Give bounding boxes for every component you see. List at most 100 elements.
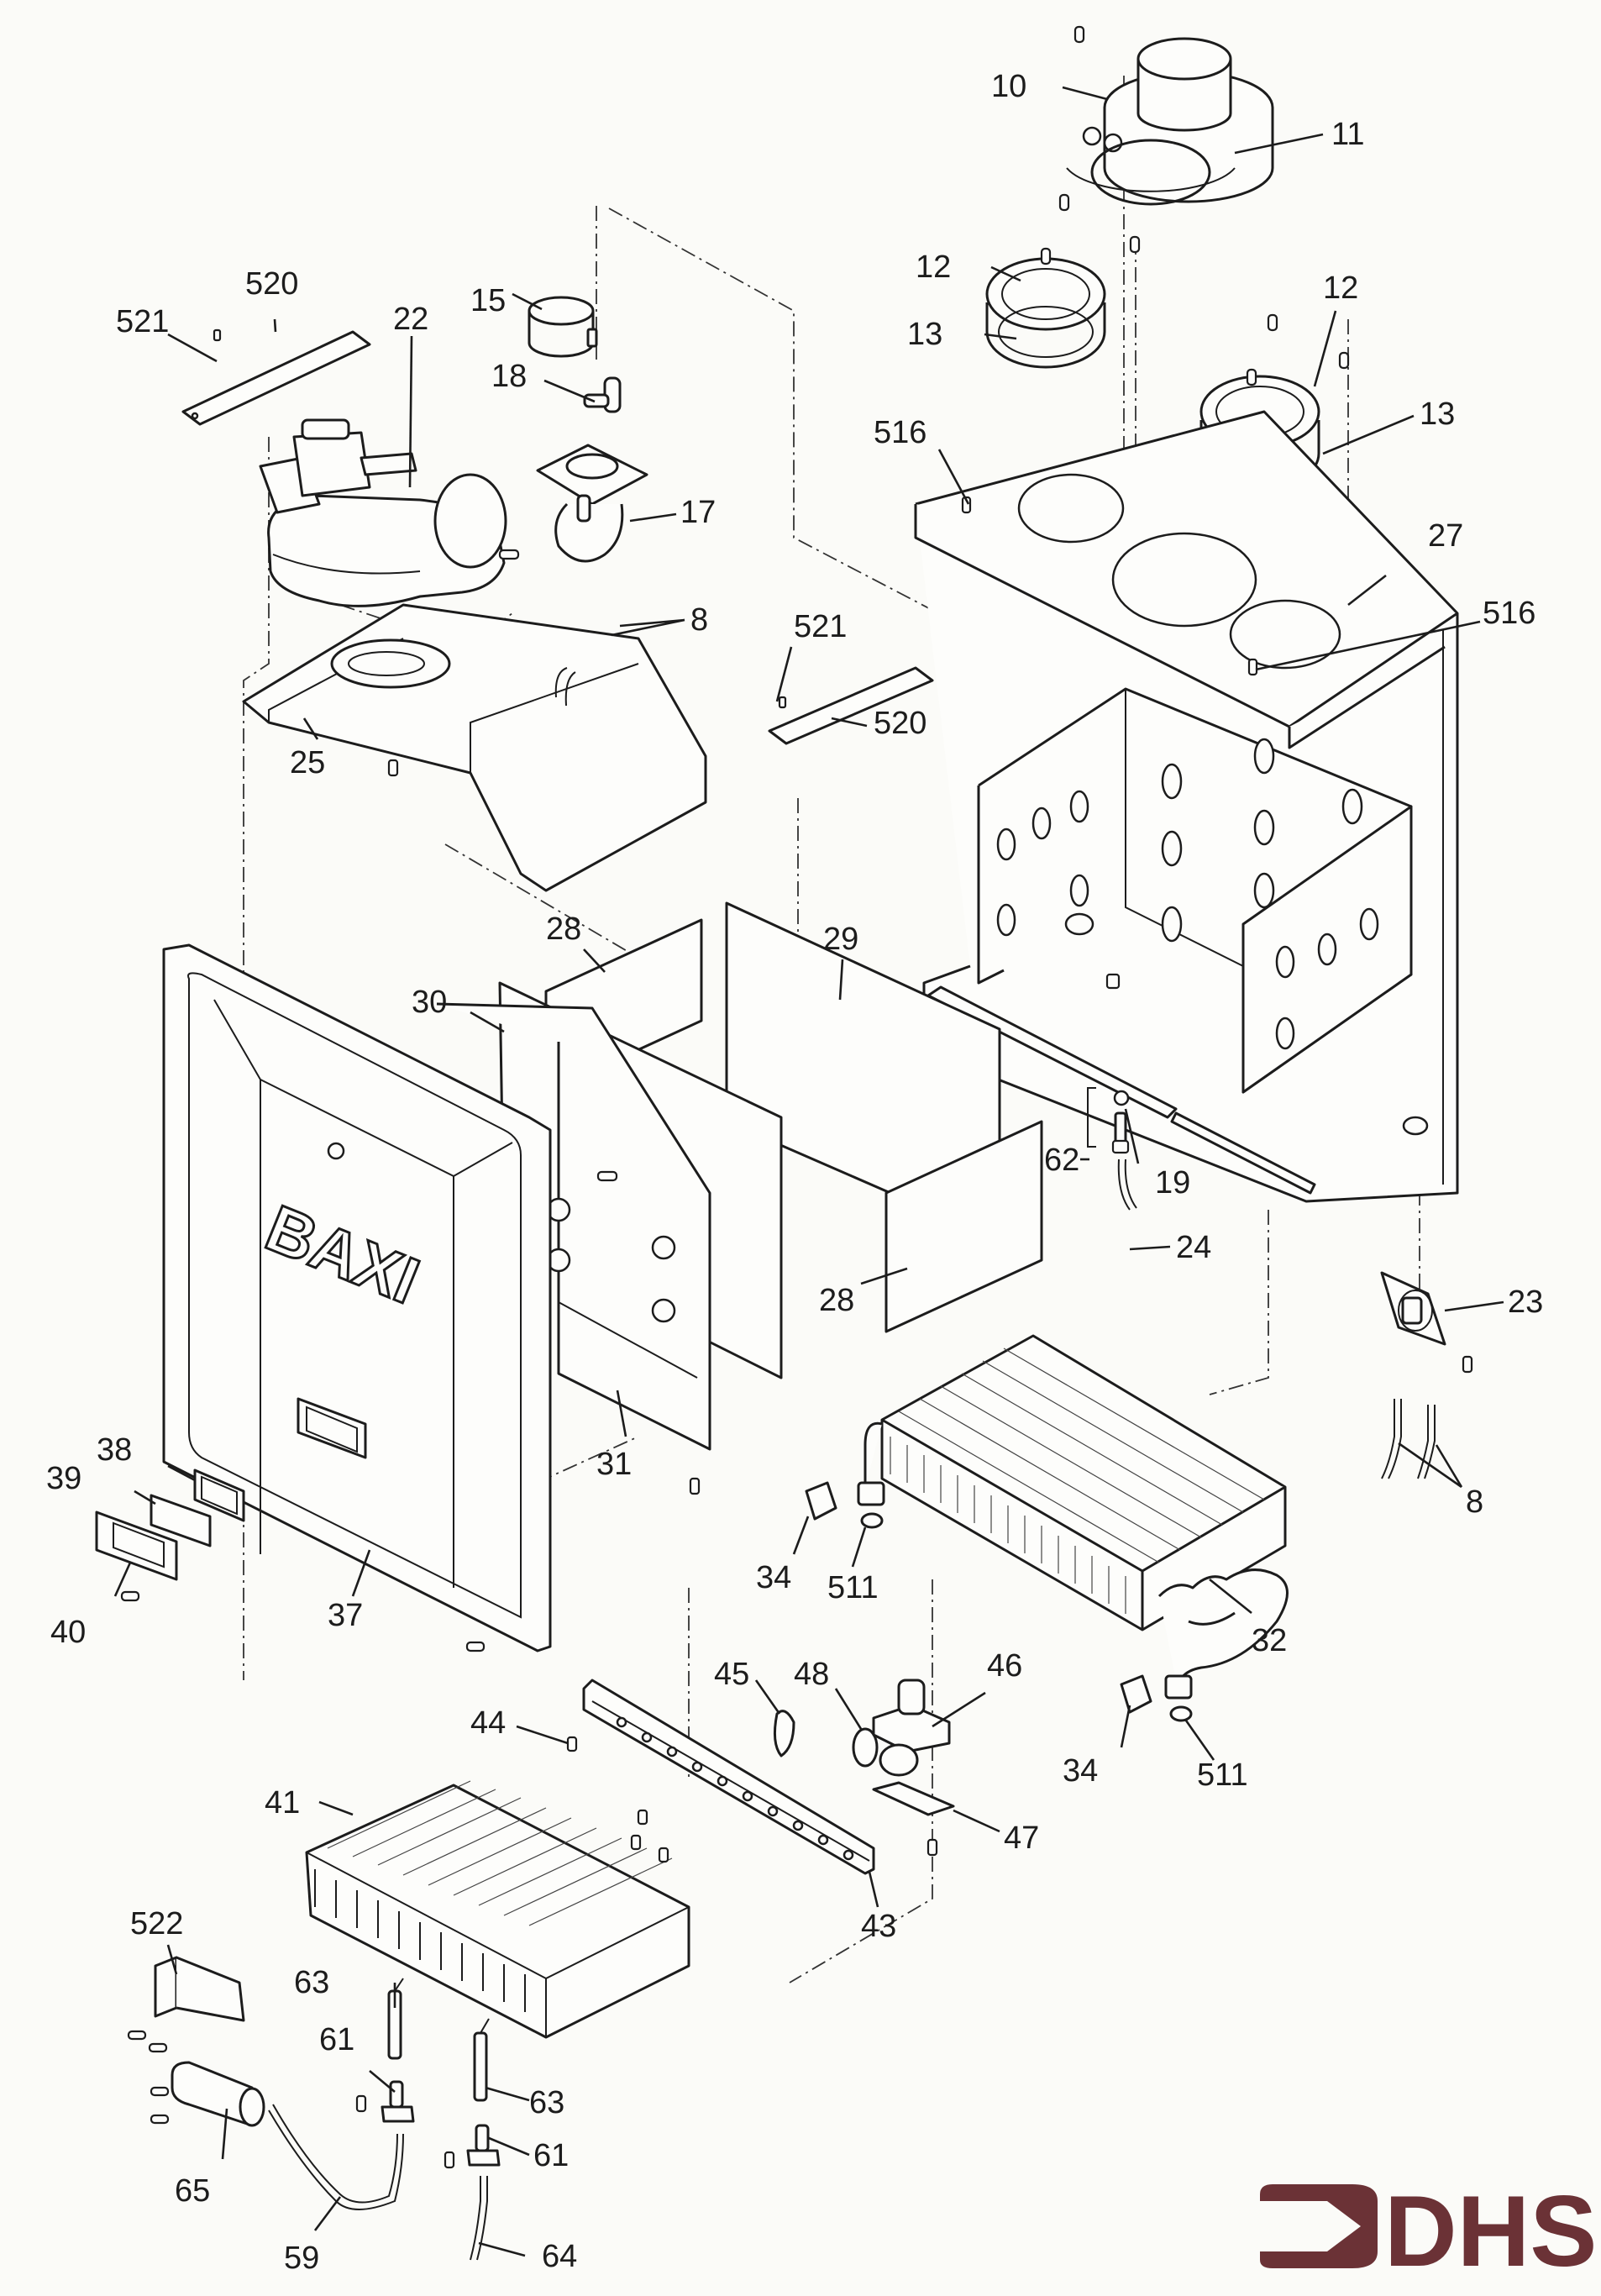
label-part-47: 47 <box>1004 1821 1039 1856</box>
part-11-flue-gasket[interactable] <box>1066 139 1236 206</box>
part-32-heat-exchanger[interactable] <box>857 1334 1289 1700</box>
part-22-fan[interactable] <box>259 418 507 607</box>
label-part-511: 511 <box>1197 1757 1248 1793</box>
screw <box>1246 313 1350 386</box>
label-part-61: 61 <box>533 2138 569 2173</box>
part-30-combustion-chamber-front[interactable] <box>436 981 783 1451</box>
part-8-silicone-tube[interactable] <box>554 667 576 707</box>
label-part-25: 25 <box>290 745 325 780</box>
label-part-28: 28 <box>819 1283 854 1318</box>
part-41-burner[interactable] <box>305 1780 690 2039</box>
part-24-electrode-lead[interactable] <box>1117 1159 1137 1211</box>
logo-text: DHS <box>1384 2175 1597 2288</box>
label-part-31: 31 <box>596 1447 632 1482</box>
label-part-13: 13 <box>907 317 942 352</box>
part-522-bracket[interactable] <box>154 1956 245 2022</box>
screw <box>961 496 1258 676</box>
part-511-o-ring[interactable] <box>860 1512 1193 1722</box>
part-59-ignition-lead[interactable] <box>268 2104 404 2210</box>
part-17-fan-adaptor[interactable] <box>536 444 648 563</box>
label-part-46: 46 <box>987 1648 1022 1684</box>
label-part-39: 39 <box>46 1461 81 1496</box>
label-part-37: 37 <box>328 1598 363 1633</box>
screw <box>689 1477 701 1495</box>
part-13-ring-gasket[interactable] <box>985 302 1106 369</box>
part-44-screw <box>566 1736 669 1863</box>
label-part-45: 45 <box>714 1657 749 1692</box>
label-part-41: 41 <box>265 1785 300 1821</box>
label-part-30: 30 <box>412 985 447 1020</box>
label-part-22: 22 <box>393 302 428 337</box>
label-part-10: 10 <box>991 69 1026 104</box>
label-part-28: 28 <box>546 912 581 947</box>
screw <box>465 1641 486 1652</box>
part-23-air-pressure-switch[interactable] <box>1380 1271 1473 1374</box>
part-61-electrode-holder[interactable] <box>355 2080 501 2169</box>
screw <box>120 1590 140 1602</box>
part-65-ignition-unit[interactable] <box>171 2061 265 2127</box>
label-part-34: 34 <box>756 1560 791 1595</box>
part-34-clip[interactable] <box>805 1481 1152 1714</box>
dhs-logo: DHS <box>1260 2175 1597 2288</box>
part-18-sensor-tube[interactable] <box>583 376 622 413</box>
part-43-injector-manifold[interactable] <box>582 1679 875 1875</box>
label-part-63: 63 <box>294 1965 329 2000</box>
part-15-clamp[interactable] <box>528 296 598 358</box>
label-part-520: 520 <box>874 706 926 741</box>
part-48-o-ring[interactable] <box>852 1727 879 1768</box>
part-520-blanking-plate[interactable] <box>181 330 371 426</box>
label-part-24: 24 <box>1176 1230 1211 1265</box>
label-leader-lines <box>113 86 1504 2257</box>
label-part-38: 38 <box>97 1432 132 1468</box>
label-part-520: 520 <box>245 266 298 302</box>
label-part-27: 27 <box>1428 518 1463 554</box>
label-part-59: 59 <box>284 2241 319 2276</box>
label-part-43: 43 <box>861 1909 896 1944</box>
part-40-window-frame[interactable] <box>95 1511 178 1581</box>
label-part-40: 40 <box>50 1615 86 1650</box>
label-part-8: 8 <box>690 602 708 638</box>
label-part-44: 44 <box>470 1705 506 1741</box>
part-39-sight-glass[interactable] <box>150 1494 212 1547</box>
part-47-plate[interactable] <box>872 1781 955 1857</box>
arrow-bracket-icon <box>1260 2184 1378 2268</box>
label-part-516: 516 <box>874 415 926 450</box>
label-part-19: 19 <box>1155 1165 1190 1201</box>
part-10-flue-turret[interactable] <box>1082 37 1274 203</box>
label-part-62: 62 <box>1044 1143 1079 1178</box>
label-part-522: 522 <box>130 1906 183 1941</box>
label-part-18: 18 <box>491 359 527 394</box>
part-62-sensing-electrode-assembly[interactable] <box>1087 1087 1130 1154</box>
part-25-fan-hood[interactable] <box>242 603 707 892</box>
part-38-window-gasket[interactable] <box>193 1468 245 1522</box>
label-part-12: 12 <box>1323 271 1358 306</box>
screw <box>127 2030 170 2125</box>
label-part-65: 65 <box>175 2173 210 2209</box>
label-part-63: 63 <box>529 2085 564 2120</box>
label-part-12: 12 <box>916 250 951 285</box>
label-part-64: 64 <box>542 2239 577 2274</box>
label-part-17: 17 <box>680 495 716 530</box>
part-46-gas-inlet-elbow[interactable] <box>872 1679 951 1777</box>
part-45-gasket[interactable] <box>773 1710 795 1757</box>
part-28-insulation-lower[interactable] <box>884 1120 1043 1333</box>
label-part-29: 29 <box>823 922 858 957</box>
label-part-13: 13 <box>1420 397 1455 432</box>
part-8-silicone-tubes[interactable] <box>1381 1399 1436 1479</box>
label-part-511: 511 <box>827 1570 879 1605</box>
part-520-blanking-plate-center[interactable] <box>768 666 934 745</box>
label-part-521: 521 <box>116 304 169 339</box>
label-part-15: 15 <box>470 283 506 318</box>
label-part-23: 23 <box>1508 1285 1543 1320</box>
part-37-front-panel[interactable]: BAXI <box>162 943 552 1652</box>
label-part-8: 8 <box>1466 1484 1483 1520</box>
part-63-electrode[interactable] <box>387 1978 490 2102</box>
label-part-48: 48 <box>794 1657 829 1692</box>
part-27-boiler-casing[interactable] <box>914 410 1459 1203</box>
label-part-521: 521 <box>794 609 847 644</box>
label-part-516: 516 <box>1483 596 1535 631</box>
part-64-sensing-lead[interactable] <box>470 2176 488 2261</box>
label-part-11: 11 <box>1331 117 1364 152</box>
part-labels: 10 11 12 13 12 13 15 18 17 22 520 521 51… <box>46 69 1543 2276</box>
